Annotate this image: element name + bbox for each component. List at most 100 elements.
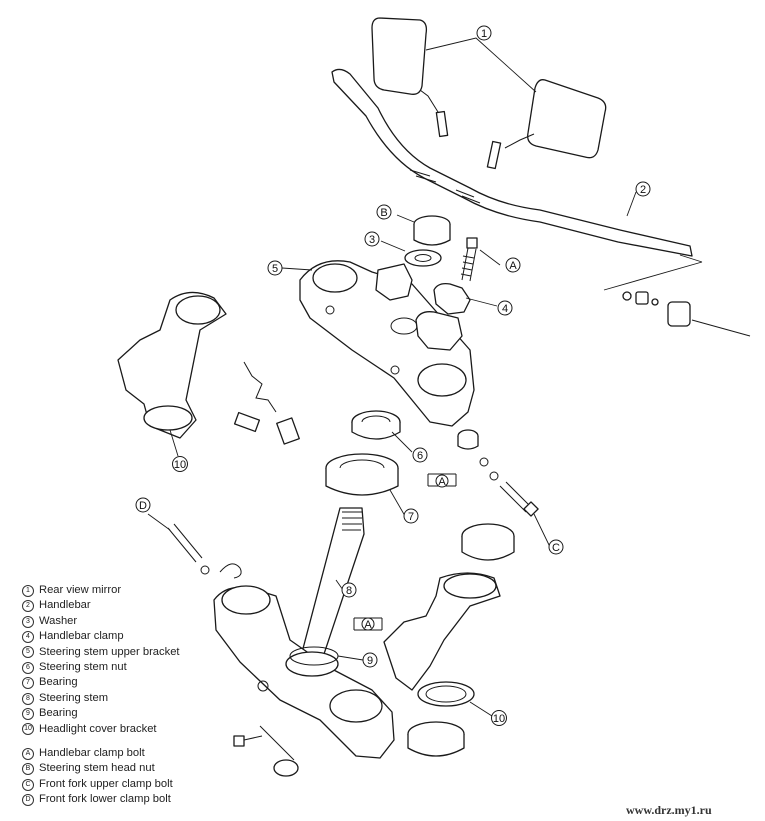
callout-1: 1 xyxy=(476,25,492,41)
svg-text:B: B xyxy=(380,207,387,219)
legend-mark: C xyxy=(22,778,34,791)
fork-seal-ring-upper xyxy=(461,523,515,561)
watermark: www.drz.my1.ru xyxy=(626,803,712,817)
headlight-cover-bracket-left xyxy=(117,291,227,439)
legend-row: 10 Headlight cover bracket xyxy=(22,722,180,737)
callout-C: C xyxy=(548,539,564,555)
legend-mark: 10 xyxy=(22,723,34,736)
legend-row: D Front fork lower clamp bolt xyxy=(22,792,180,807)
legend-label: Handlebar xyxy=(39,599,91,612)
callout-3: 3 xyxy=(364,231,380,247)
legend-label: Front fork lower clamp bolt xyxy=(39,793,171,806)
mirror-left xyxy=(371,17,449,138)
legend-label: Bearing xyxy=(39,676,78,689)
callout-grease-lower: A xyxy=(364,619,372,631)
legend-label: Steering stem xyxy=(39,691,109,704)
front-fork-upper-clamp-bolt xyxy=(457,429,539,517)
legend-row: 3 Washer xyxy=(22,614,180,629)
legend-mark: A xyxy=(22,747,34,760)
svg-text:1: 1 xyxy=(481,28,487,40)
legend-mark: 8 xyxy=(22,692,34,705)
grease-symbol-lower xyxy=(353,617,383,631)
legend-mark: D xyxy=(22,793,34,806)
legend-row: 6 Steering stem nut xyxy=(22,660,180,675)
handlebar-clamp-lower xyxy=(375,263,463,351)
legend-label: Headlight cover bracket xyxy=(39,722,157,735)
steering-stem-head-nut xyxy=(413,215,451,246)
callout-B: B xyxy=(376,204,392,220)
legend-label: Steering stem head nut xyxy=(39,762,155,775)
fork-seal-ring-lower xyxy=(407,721,465,757)
svg-text:4: 4 xyxy=(502,303,508,315)
legend-mark: 6 xyxy=(22,661,34,674)
svg-text:10: 10 xyxy=(174,459,186,471)
legend-label: Steering stem nut xyxy=(39,661,127,674)
steering-stem-lower-bracket xyxy=(213,585,395,759)
legend-row: 1 Rear view mirror xyxy=(22,583,180,598)
handlebar-clamp-bolt xyxy=(460,237,478,282)
svg-text:6: 6 xyxy=(417,450,423,462)
legend-label: Handlebar clamp bolt xyxy=(39,747,145,760)
legend-label: Front fork upper clamp bolt xyxy=(39,777,173,790)
headlight-cover-bracket-right xyxy=(383,572,501,691)
legend-row: 2 Handlebar xyxy=(22,598,180,613)
steering-stem-nut xyxy=(351,410,401,440)
callout-2: 2 xyxy=(635,181,651,197)
leader-lines xyxy=(147,37,637,717)
svg-text:D: D xyxy=(139,500,147,512)
handlebar-end-parts xyxy=(622,291,751,337)
callout-A: A xyxy=(505,257,521,273)
legend-row: C Front fork upper clamp bolt xyxy=(22,777,180,792)
callout-5: 5 xyxy=(267,260,283,276)
legend-label: Bearing xyxy=(39,707,78,720)
handlebar xyxy=(331,68,703,291)
svg-text:3: 3 xyxy=(369,234,375,246)
callout-6: 6 xyxy=(412,447,428,463)
callout-7: 7 xyxy=(403,508,419,524)
svg-text:10: 10 xyxy=(493,713,505,725)
legend-row: A Handlebar clamp bolt xyxy=(22,746,180,761)
legend-row: 4 Handlebar clamp xyxy=(22,629,180,644)
legend-mark: 4 xyxy=(22,630,34,643)
lower-bracket-hardware xyxy=(233,725,299,777)
legend-mark: 5 xyxy=(22,646,34,659)
callout-10-left: 10 xyxy=(172,456,188,472)
legend-row: 7 Bearing xyxy=(22,675,180,690)
legend-mark: 1 xyxy=(22,584,34,597)
wiring-hardware-cluster xyxy=(233,361,300,445)
svg-text:A: A xyxy=(438,476,446,488)
legend-mark: 7 xyxy=(22,677,34,690)
legend-mark: 2 xyxy=(22,600,34,613)
svg-text:5: 5 xyxy=(272,263,278,275)
callout-D: D xyxy=(135,497,151,513)
svg-text:C: C xyxy=(552,542,560,554)
legend-label: Rear view mirror xyxy=(39,584,122,596)
legend-mark: 9 xyxy=(22,707,34,720)
legend-mark: 3 xyxy=(22,615,34,628)
legend-row: 9 Bearing xyxy=(22,706,180,721)
svg-text:A: A xyxy=(364,619,372,631)
washer xyxy=(404,249,442,267)
grease-symbol-upper xyxy=(427,473,457,488)
svg-text:7: 7 xyxy=(408,511,414,523)
fork-ring-lower xyxy=(417,681,475,707)
callout-4: 4 xyxy=(497,300,513,316)
svg-text:8: 8 xyxy=(346,585,352,597)
callout-10-right: 10 xyxy=(491,710,507,726)
handlebar-clamp-upper xyxy=(433,282,471,315)
front-fork-lower-clamp-bolt xyxy=(167,523,242,579)
svg-text:2: 2 xyxy=(640,184,646,196)
legend-row: 5 Steering stem upper bracket xyxy=(22,645,180,660)
callout-9: 9 xyxy=(362,652,378,668)
svg-text:9: 9 xyxy=(367,655,373,667)
legend-row: 8 Steering stem xyxy=(22,691,180,706)
legend-label: Washer xyxy=(39,614,78,627)
bearing-upper xyxy=(325,453,399,496)
legend-label: Steering stem upper bracket xyxy=(39,645,180,658)
callout-8: 8 xyxy=(341,582,357,598)
steering-stem xyxy=(299,507,365,661)
legend-label: Handlebar clamp xyxy=(39,630,124,643)
legend-gap xyxy=(22,737,180,746)
